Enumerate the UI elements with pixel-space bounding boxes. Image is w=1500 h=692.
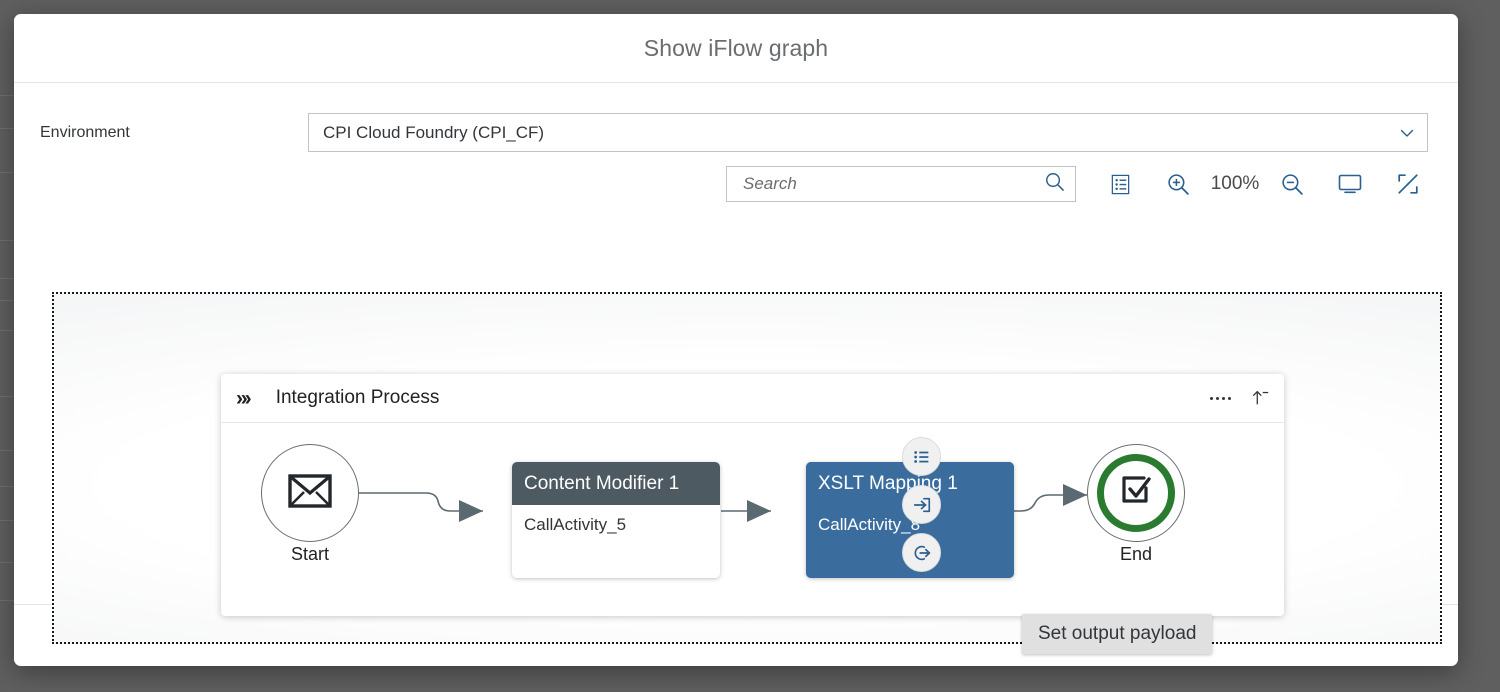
environment-select[interactable]: CPI Cloud Foundry (CPI_CF) [308, 113, 1428, 152]
dialog-header: Show iFlow graph [14, 14, 1458, 83]
node-subtitle: CallActivity_5 [512, 505, 720, 578]
node-title: Content Modifier 1 [512, 462, 720, 505]
zoom-in-icon[interactable] [1156, 166, 1200, 202]
environment-row: Environment CPI Cloud Foundry (CPI_CF) [14, 83, 1458, 152]
integration-process-pool[interactable]: »› Integration Process [221, 374, 1284, 616]
pool-header: »› Integration Process [221, 374, 1284, 423]
node-start-label: Start [290, 544, 329, 564]
node-content-modifier-1[interactable]: Content Modifier 1 CallActivity_5 [512, 462, 720, 578]
zoom-level-label: 100% [1210, 173, 1260, 194]
search-box[interactable] [726, 166, 1076, 202]
bullet-list-icon[interactable] [902, 437, 941, 476]
environment-label: Environment [40, 123, 130, 141]
show-iflow-graph-dialog: Show iFlow graph Environment CPI Cloud F… [14, 14, 1458, 666]
dialog-body: Environment CPI Cloud Foundry (CPI_CF) [14, 83, 1458, 654]
dialog-title: Show iFlow graph [643, 34, 829, 61]
node-start[interactable]: Start [261, 444, 359, 564]
zoom-out-icon[interactable] [1270, 166, 1314, 202]
node-action-buttons [902, 437, 941, 572]
display-monitor-icon[interactable] [1328, 166, 1372, 202]
arrow-out-circle-icon[interactable] [902, 533, 941, 572]
search-icon[interactable] [1044, 171, 1065, 197]
pool-title: Integration Process [275, 387, 440, 408]
end-event-green-ring [1097, 454, 1175, 532]
pool-body: Start Content Modifier 1 CallActivity_5 … [221, 423, 1284, 616]
node-end[interactable]: End [1087, 444, 1185, 564]
triple-chevron-right-icon: »› [236, 386, 252, 410]
tooltip-set-output-payload: Set output payload [1022, 614, 1213, 654]
start-event-circle [261, 444, 359, 542]
checkbox-checked-icon [1118, 474, 1154, 513]
overflow-dots-icon[interactable] [1210, 396, 1231, 400]
search-input[interactable] [741, 173, 1044, 195]
environment-selected-value: CPI Cloud Foundry (CPI_CF) [323, 122, 545, 142]
expand-fullscreen-icon[interactable] [1386, 166, 1430, 202]
legend-list-icon[interactable] [1098, 166, 1142, 202]
end-event-circle [1087, 444, 1185, 542]
graph-toolbar: 100% [14, 152, 1458, 202]
node-end-label: End [1119, 544, 1153, 564]
chevron-down-icon [1399, 125, 1415, 141]
graph-canvas[interactable]: »› Integration Process [52, 292, 1442, 644]
envelope-icon [288, 473, 332, 513]
collapse-up-icon[interactable] [1250, 388, 1270, 408]
arrow-into-box-icon[interactable] [902, 485, 941, 524]
